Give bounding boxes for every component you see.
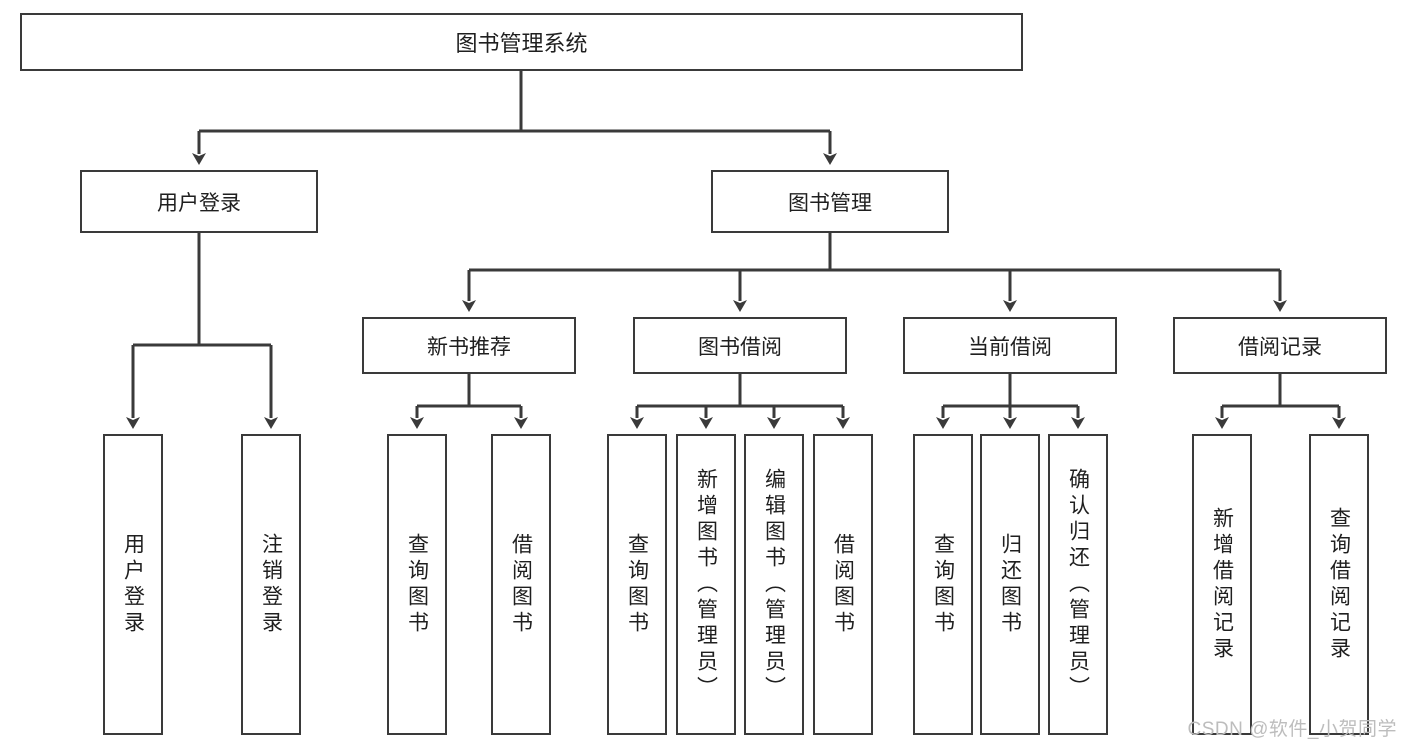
leaf-recommend-borrow-book[interactable]: 借阅图书 xyxy=(491,434,551,735)
node-borrow-record-label: 借阅记录 xyxy=(1238,335,1322,359)
node-user-login[interactable]: 用户登录 xyxy=(80,170,318,233)
node-borrow-record[interactable]: 借阅记录 xyxy=(1173,317,1387,374)
leaf-borrow-edit-book-label: 编辑图书（管理员） xyxy=(762,467,786,702)
leaf-current-query-book[interactable]: 查询图书 xyxy=(913,434,973,735)
leaf-current-confirm-return[interactable]: 确认归还（管理员） xyxy=(1048,434,1108,735)
leaf-logout[interactable]: 注销登录 xyxy=(241,434,301,735)
leaf-record-query[interactable]: 查询借阅记录 xyxy=(1309,434,1369,735)
leaf-record-add[interactable]: 新增借阅记录 xyxy=(1192,434,1252,735)
leaf-recommend-query-book[interactable]: 查询图书 xyxy=(387,434,447,735)
leaf-logout-label: 注销登录 xyxy=(259,532,283,637)
leaf-borrow-add-book-label: 新增图书（管理员） xyxy=(694,467,718,702)
leaf-borrow-query-book-label: 查询图书 xyxy=(625,532,649,637)
node-current-borrow-label: 当前借阅 xyxy=(968,335,1052,359)
leaf-current-return-book-label: 归还图书 xyxy=(998,532,1022,637)
leaf-borrow-add-book[interactable]: 新增图书（管理员） xyxy=(676,434,736,735)
leaf-current-query-book-label: 查询图书 xyxy=(931,532,955,637)
node-book-management-label: 图书管理 xyxy=(788,191,872,215)
node-book-borrow-label: 图书借阅 xyxy=(698,335,782,359)
node-root[interactable]: 图书管理系统 xyxy=(20,13,1023,71)
leaf-current-return-book[interactable]: 归还图书 xyxy=(980,434,1040,735)
leaf-borrow-borrow-book[interactable]: 借阅图书 xyxy=(813,434,873,735)
node-current-borrow[interactable]: 当前借阅 xyxy=(903,317,1117,374)
leaf-user-login[interactable]: 用户登录 xyxy=(103,434,163,735)
leaf-borrow-query-book[interactable]: 查询图书 xyxy=(607,434,667,735)
leaf-current-confirm-return-label: 确认归还（管理员） xyxy=(1066,467,1090,702)
node-book-borrow[interactable]: 图书借阅 xyxy=(633,317,847,374)
leaf-user-login-label: 用户登录 xyxy=(121,532,145,637)
leaf-recommend-borrow-book-label: 借阅图书 xyxy=(509,532,533,637)
node-new-book-recommend[interactable]: 新书推荐 xyxy=(362,317,576,374)
leaf-record-query-label: 查询借阅记录 xyxy=(1327,506,1351,663)
node-new-book-recommend-label: 新书推荐 xyxy=(427,335,511,359)
node-user-login-label: 用户登录 xyxy=(157,191,241,215)
leaf-record-add-label: 新增借阅记录 xyxy=(1210,506,1234,663)
leaf-recommend-query-book-label: 查询图书 xyxy=(405,532,429,637)
node-book-management[interactable]: 图书管理 xyxy=(711,170,949,233)
leaf-borrow-borrow-book-label: 借阅图书 xyxy=(831,532,855,637)
watermark: CSDN @软件_小贺同学 xyxy=(1187,719,1397,740)
leaf-borrow-edit-book[interactable]: 编辑图书（管理员） xyxy=(744,434,804,735)
node-root-label: 图书管理系统 xyxy=(455,31,588,56)
